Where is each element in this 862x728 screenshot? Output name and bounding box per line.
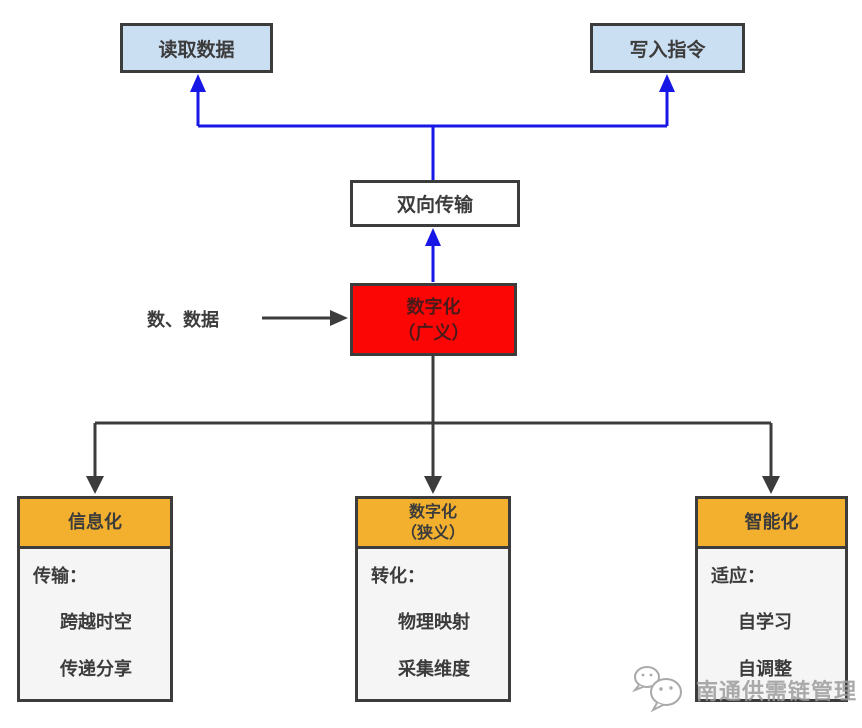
- informatization-body: 传输： 跨越时空 传递分享: [20, 549, 170, 702]
- bottom-box-intelligentization: 智能化 适应： 自学习 自调整: [695, 496, 848, 702]
- digitization-narrow-item: 采集维度: [398, 659, 470, 679]
- arrowhead-up-write: [659, 74, 675, 92]
- digitization-narrow-header: 数字化 （狭义）: [358, 499, 508, 549]
- watermark: 南通供需链管理: [630, 662, 857, 712]
- arrowhead-right-input: [330, 310, 348, 326]
- digitization-broad-line1: 数字化: [406, 296, 461, 317]
- read-data-label: 读取数据: [158, 39, 235, 61]
- read-data-box: 读取数据: [120, 23, 273, 73]
- input-label: 数、数据: [147, 310, 219, 330]
- arrowhead-up-transfer: [425, 228, 441, 246]
- digitization-narrow-header-line1: 数字化: [408, 503, 457, 521]
- digitization-narrow-category: 转化：: [371, 566, 425, 586]
- write-command-label: 写入指令: [629, 39, 706, 61]
- intelligentization-item: 自学习: [738, 612, 792, 632]
- informatization-category: 传输：: [33, 566, 87, 586]
- arrowhead-down-left: [86, 476, 104, 494]
- watermark-text: 南通供需链管理: [696, 679, 858, 704]
- write-command-box: 写入指令: [590, 23, 745, 73]
- digitization-broad-box: 数字化 （广义）: [350, 283, 517, 356]
- informatization-item: 跨越时空: [60, 612, 132, 632]
- informatization-header: 信息化: [20, 499, 170, 549]
- arrowhead-up-read: [190, 74, 206, 92]
- informatization-item: 传递分享: [60, 659, 132, 679]
- black-arrows: [86, 310, 780, 494]
- bidirectional-transfer-box: 双向传输: [350, 180, 520, 227]
- intelligentization-item: 自调整: [738, 659, 792, 679]
- blue-arrows: [190, 74, 675, 282]
- intelligentization-header-line1: 智能化: [744, 512, 799, 532]
- digitization-narrow-header-line2: （狭义）: [400, 524, 465, 542]
- informatization-header-line1: 信息化: [68, 512, 122, 532]
- arrowhead-down-center: [424, 476, 442, 494]
- intelligentization-body: 适应： 自学习 自调整: [698, 549, 845, 702]
- digitization-broad-line2: （广义）: [397, 322, 470, 343]
- bottom-box-digitization-narrow: 数字化 （狭义） 转化： 物理映射 采集维度: [355, 496, 511, 702]
- wechat-icon: [631, 666, 682, 712]
- digitization-narrow-body: 转化： 物理映射 采集维度: [358, 549, 508, 702]
- bottom-box-informatization: 信息化 传输： 跨越时空 传递分享: [17, 496, 173, 702]
- digitization-narrow-item: 物理映射: [398, 612, 470, 632]
- intelligentization-category: 适应：: [711, 566, 765, 586]
- intelligentization-header: 智能化: [698, 499, 845, 549]
- arrowhead-down-right: [762, 476, 780, 494]
- bidirectional-transfer-label: 双向传输: [396, 195, 473, 216]
